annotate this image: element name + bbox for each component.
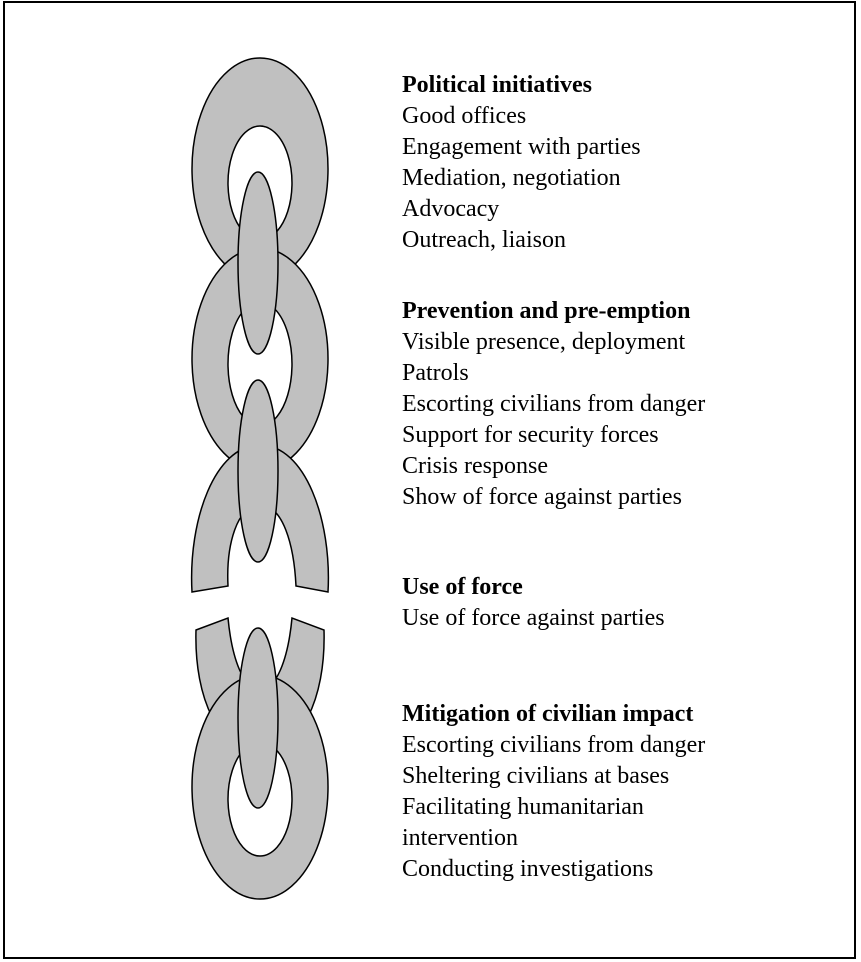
list-item: Engagement with parties bbox=[402, 134, 641, 160]
section-mitigation-of-civilian-impact: Mitigation of civilian impact Escorting … bbox=[402, 699, 705, 885]
list-item: Use of force against parties bbox=[402, 605, 665, 631]
list-item: Facilitating humanitarian bbox=[402, 794, 644, 820]
list-item: intervention bbox=[402, 825, 518, 851]
section-title: Political initiatives bbox=[402, 72, 592, 98]
connector-link-2 bbox=[237, 379, 279, 563]
section-political-initiatives: Political initiatives Good offices Engag… bbox=[402, 70, 641, 256]
section-use-of-force: Use of force Use of force against partie… bbox=[402, 572, 665, 634]
connector-link-1 bbox=[237, 171, 279, 355]
list-item: Advocacy bbox=[402, 196, 500, 222]
section-title: Mitigation of civilian impact bbox=[402, 701, 694, 727]
list-item: Patrols bbox=[402, 360, 469, 386]
list-item: Show of force against parties bbox=[402, 484, 682, 510]
list-item: Good offices bbox=[402, 103, 527, 129]
chain-link-5 bbox=[191, 674, 329, 900]
list-item: Mediation, negotiation bbox=[402, 165, 621, 191]
list-item: Crisis response bbox=[402, 453, 548, 479]
diagram-frame bbox=[3, 1, 856, 959]
list-item: Escorting civilians from danger bbox=[402, 732, 706, 758]
section-title: Use of force bbox=[402, 574, 523, 600]
list-item: Visible presence, deployment bbox=[402, 329, 686, 355]
list-item: Outreach, liaison bbox=[402, 227, 566, 253]
section-title: Prevention and pre-emption bbox=[402, 298, 691, 324]
list-item: Conducting investigations bbox=[402, 856, 654, 882]
list-item: Escorting civilians from danger bbox=[402, 391, 706, 417]
section-prevention-and-pre-emption: Prevention and pre-emption Visible prese… bbox=[402, 296, 705, 513]
connector-link-3 bbox=[237, 627, 279, 809]
list-item: Sheltering civilians at bases bbox=[402, 763, 670, 789]
list-item: Support for security forces bbox=[402, 422, 659, 448]
